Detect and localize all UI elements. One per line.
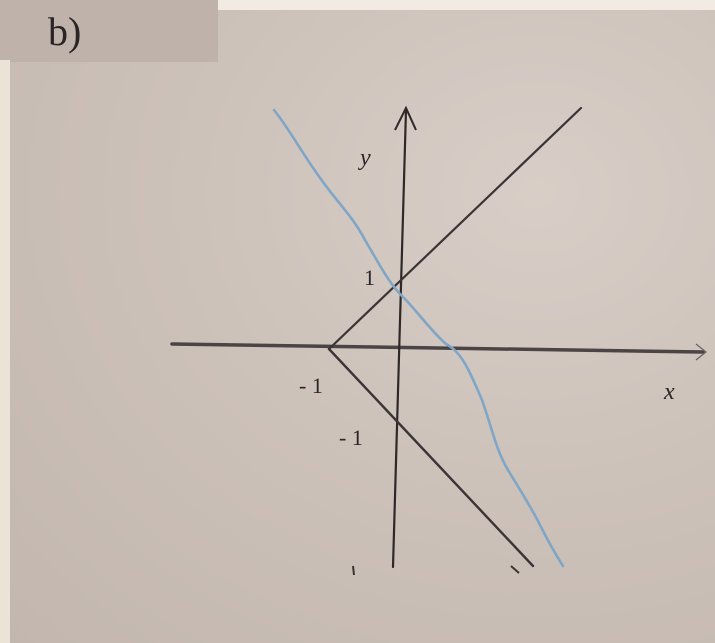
y-axis-label: y <box>358 145 371 171</box>
lower-branch-line <box>327 347 535 568</box>
x-axis <box>170 342 705 354</box>
upper-branch-line <box>327 106 583 351</box>
bottom-mark-left <box>352 565 355 576</box>
paper-edge-top <box>218 0 715 10</box>
x-axis-label: x <box>663 379 675 405</box>
y-tick-pos-one: 1 <box>364 265 375 290</box>
y-axis <box>391 108 408 569</box>
paper-edge-left <box>0 60 10 643</box>
x-axis-arrowhead <box>695 343 707 361</box>
part-label: b) <box>48 9 82 54</box>
y-tick-neg-one: - 1 <box>339 425 363 450</box>
bottom-mark-right <box>510 565 520 574</box>
hand-drawn-curve <box>272 108 565 568</box>
y-axis-arrowhead <box>394 105 417 131</box>
shadow-patch <box>0 0 218 62</box>
x-tick-neg-one: - 1 <box>299 373 323 398</box>
